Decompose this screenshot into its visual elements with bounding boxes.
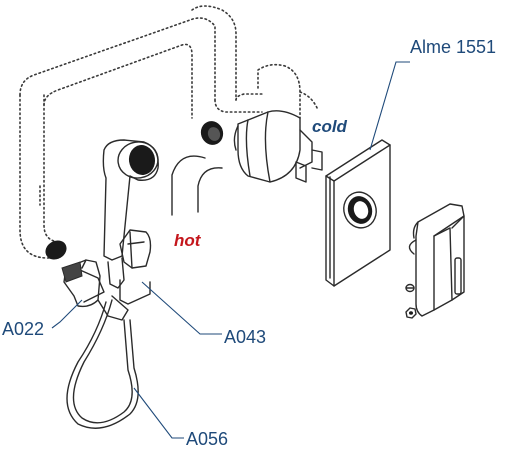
- label-part-a056: A056: [186, 429, 229, 449]
- label-part-a022: A022: [2, 319, 45, 339]
- shower-holder: [119, 229, 152, 305]
- wall-connector: [61, 259, 129, 321]
- hot-pipe: [171, 155, 223, 216]
- concealed-valve-body: [233, 110, 323, 183]
- label-mixer-model: Alme 1551: [410, 37, 497, 57]
- label-cold: cold: [312, 117, 347, 136]
- hand-shower: [102, 139, 159, 289]
- pipe-cap-inner: [207, 127, 221, 141]
- shower-hose: [66, 299, 139, 429]
- dotted-supply-pipe: [19, 5, 263, 259]
- set-screws: [405, 283, 417, 319]
- label-part-a043: A043: [224, 327, 267, 347]
- dotted-cold-pipe: [257, 63, 319, 119]
- label-hot: hot: [174, 231, 201, 250]
- leader-lines: [51, 61, 410, 439]
- lever-handle: [408, 203, 465, 317]
- pipe-cap-left: [45, 240, 67, 260]
- cover-plate: [325, 139, 391, 287]
